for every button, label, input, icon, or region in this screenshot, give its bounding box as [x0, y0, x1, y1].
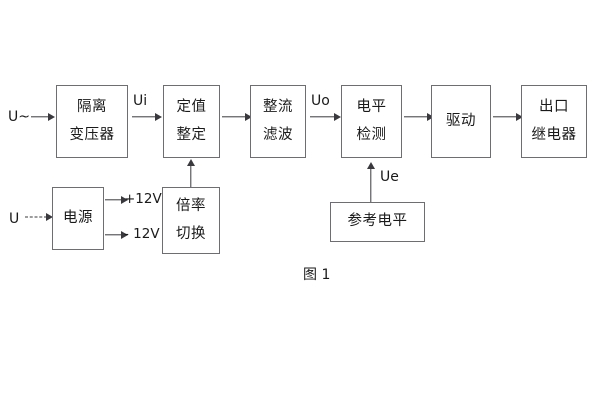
arrow-rail-positive: [105, 195, 129, 205]
block-isolation-transformer-line-2: 变压器: [69, 127, 115, 143]
block-output-relay-line-1: 出口: [539, 98, 569, 115]
block-output-relay-line-2: 继电器: [531, 127, 577, 143]
block-reference-level-line-1: 参考电平: [347, 213, 408, 230]
block-level-detection: 电平 检测: [341, 85, 402, 158]
arrow-isolation-to-setting-value: [132, 112, 162, 122]
signal-label-ui: Ui: [133, 93, 148, 109]
arrow-setting-value-to-rectify-filter: [222, 112, 252, 122]
block-power-supply: 电源: [52, 187, 104, 250]
arrow-input-to-isolation-transformer: [31, 112, 55, 122]
arrow-reference-level-to-level-detection: [366, 162, 376, 202]
block-rectify-filter-line-1: 整流: [263, 98, 293, 115]
input-label-u-dc: U: [9, 211, 20, 227]
arrow-multiplier-switch-to-setting-value: [186, 159, 196, 187]
block-drive: 驱动: [431, 85, 491, 158]
rail-label-negative-12v: - 12V: [124, 226, 160, 242]
arrow-level-detection-to-drive: [404, 112, 434, 122]
figure-caption: 图 1: [303, 267, 331, 283]
arrow-input-to-power-supply: [25, 212, 53, 222]
signal-label-uo: Uo: [311, 93, 330, 109]
rail-label-positive-12v: +12V: [124, 191, 162, 207]
block-reference-level: 参考电平: [330, 202, 425, 242]
arrow-drive-to-output-relay: [493, 112, 523, 122]
block-multiplier-switch: 倍率 切换: [162, 187, 220, 254]
block-level-detection-line-1: 电平: [356, 98, 387, 115]
block-rectify-filter: 整流 滤波: [250, 85, 306, 158]
block-setting-value-line-1: 定值: [176, 98, 207, 115]
block-level-detection-line-2: 检测: [356, 127, 387, 143]
block-output-relay: 出口 继电器: [521, 85, 587, 158]
block-setting-value-line-2: 整定: [176, 127, 207, 143]
block-isolation-transformer-line-1: 隔离: [77, 98, 107, 115]
signal-label-ue: Ue: [380, 169, 399, 185]
block-setting-value: 定值 整定: [163, 85, 220, 158]
arrow-rail-negative: [105, 230, 129, 240]
block-rectify-filter-line-2: 滤波: [263, 127, 293, 143]
block-isolation-transformer: 隔离 变压器: [56, 85, 128, 158]
block-drive-line-1: 驱动: [446, 112, 476, 129]
block-multiplier-switch-line-1: 倍率: [176, 197, 206, 214]
arrow-rectify-filter-to-level-detection: [310, 112, 342, 122]
input-label-u-ac: U~: [8, 109, 30, 125]
block-multiplier-switch-line-2: 切换: [176, 226, 206, 242]
block-power-supply-line-1: 电源: [63, 209, 93, 226]
